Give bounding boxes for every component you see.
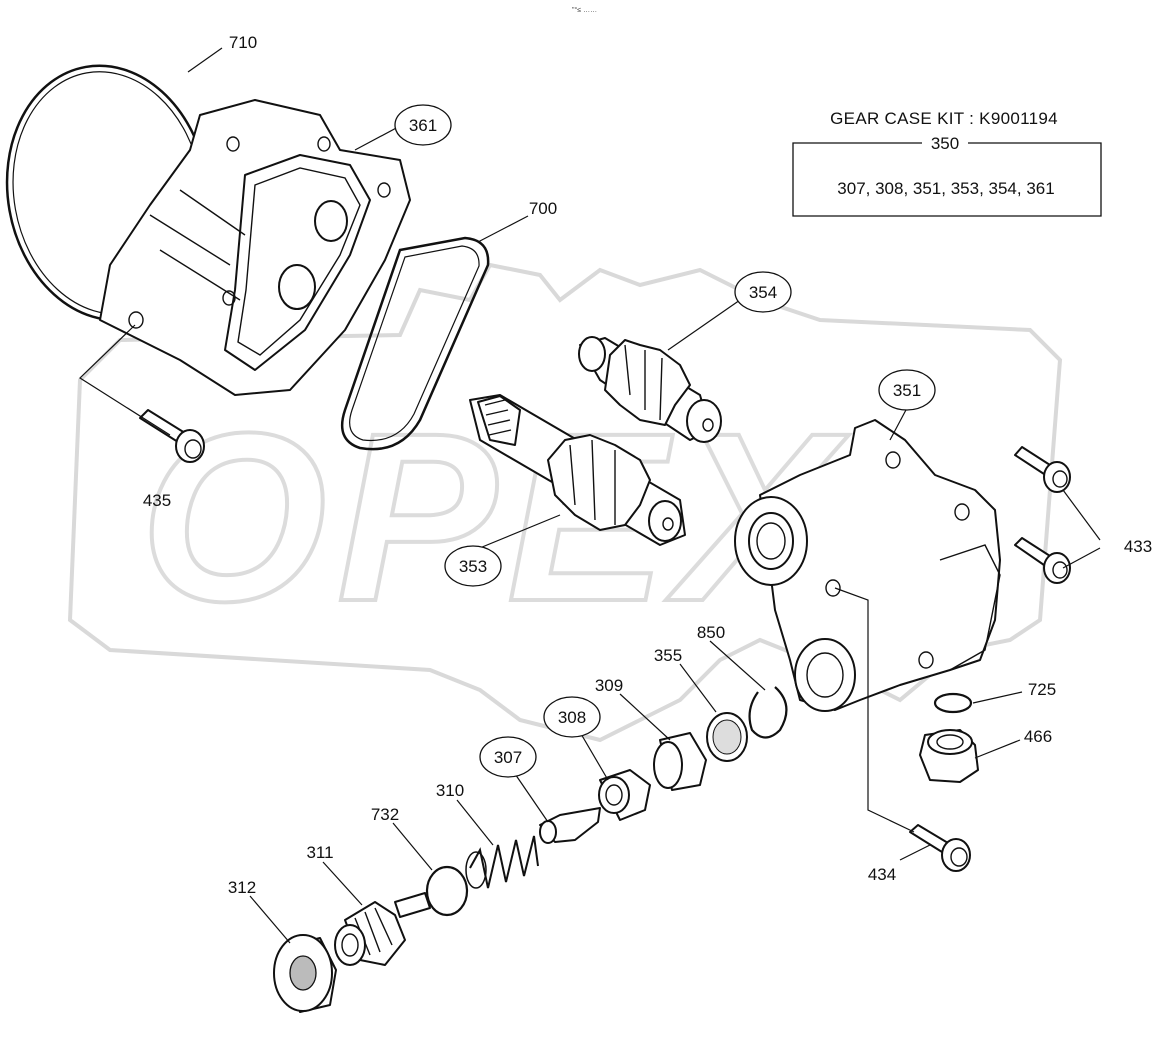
part-434-bolt (909, 824, 971, 872)
callout-bubble-353 (444, 545, 502, 587)
callout-label-310: 310 (436, 781, 464, 800)
part-466-plug (919, 729, 979, 783)
callout-label-309: 309 (595, 676, 623, 695)
callout-label-312: 312 (228, 878, 256, 897)
callout-label-732: 732 (371, 805, 399, 824)
callout-label-433: 433 (1124, 537, 1152, 556)
kit-number: 350 (931, 134, 959, 153)
callout-label-850: 850 (697, 623, 725, 642)
kit-box: GEAR CASE KIT : K9001194 350 307, 308, 3… (792, 109, 1102, 217)
part-433-bolt-lower (1014, 537, 1071, 584)
callout-label-700: 700 (529, 199, 557, 218)
part-351-gear-case (734, 419, 1001, 712)
part-309-sleeve (653, 732, 707, 791)
callout-label-725: 725 (1028, 680, 1056, 699)
part-353-drive-gear (469, 394, 686, 546)
part-850-snap-ring (748, 686, 788, 739)
part-310-spring (465, 835, 539, 889)
callout-label-307: 307 (494, 748, 522, 767)
kit-frame (792, 142, 1102, 217)
kit-contents: 307, 308, 351, 353, 354, 361 (837, 179, 1054, 198)
callout-label-311: 311 (306, 843, 333, 862)
callout-label-354: 354 (749, 283, 777, 302)
part-725-oring (933, 692, 973, 714)
callout-label-351: 351 (893, 381, 921, 400)
callout-label-308: 308 (558, 708, 586, 727)
part-361-cover (99, 99, 411, 396)
part-355-strainer (706, 712, 748, 762)
callout-label-361: 361 (409, 116, 437, 135)
part-732-oring (425, 865, 469, 917)
part-311-adjuster (334, 892, 431, 966)
callout-label-434: 434 (868, 865, 896, 884)
part-312-cap-nut (273, 934, 337, 1013)
callout-bubble-354 (734, 271, 792, 313)
callout-label-435: 435 (143, 491, 171, 510)
callout-label-466: 466 (1024, 727, 1052, 746)
part-435-bolt (139, 409, 205, 463)
kit-title: GEAR CASE KIT : K9001194 (830, 109, 1058, 128)
callout-bubble-308 (543, 696, 601, 738)
callout-bubble-361 (394, 104, 452, 146)
callout-label-353: 353 (459, 557, 487, 576)
part-308-valve-seat (598, 769, 651, 821)
callout-label-355: 355 (654, 646, 682, 665)
part-433-bolt-upper (1014, 446, 1071, 493)
header-mark: "°≤ …… (572, 6, 597, 14)
part-354-driven-gear (578, 336, 722, 443)
part-700-seal (340, 236, 490, 451)
callout-bubble-307 (479, 736, 537, 778)
callout-label-710: 710 (229, 33, 257, 52)
part-307-poppet (539, 807, 601, 844)
leader-lines (79, 47, 1101, 944)
callout-bubble-351 (878, 369, 936, 411)
